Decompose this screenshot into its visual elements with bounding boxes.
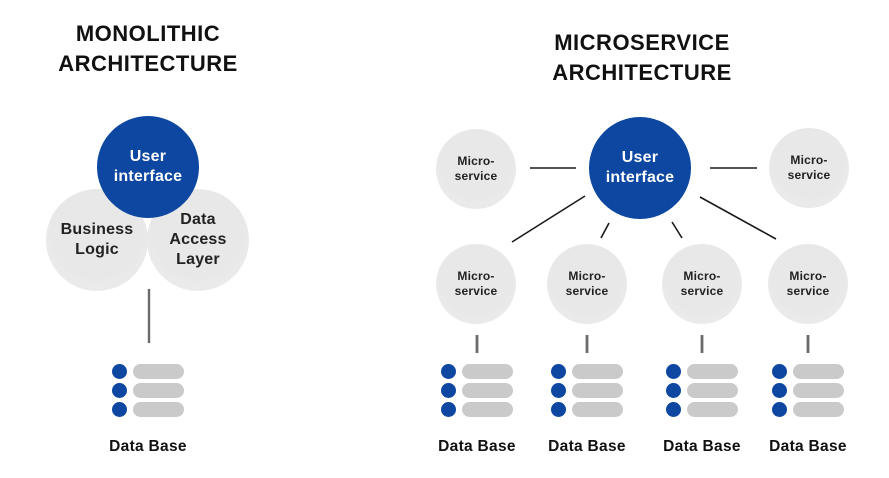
monolithic-title: MONOLITHIC ARCHITECTURE bbox=[58, 21, 238, 76]
microservice-circle-top-right: Micro- service bbox=[769, 128, 849, 208]
microservice-circle-bottom-4: Micro- service bbox=[768, 244, 848, 324]
database-bar-icon bbox=[793, 383, 844, 398]
database-dot-icon bbox=[666, 383, 681, 398]
database-dot-icon bbox=[772, 402, 787, 417]
micro-database-icon-3 bbox=[666, 364, 738, 417]
micro-database-label-4: Data Base bbox=[769, 438, 847, 455]
microservice-label: Micro- service bbox=[454, 269, 498, 298]
micro-user-interface-circle: User interface bbox=[589, 117, 691, 219]
ui-to-bottom-service-4-line bbox=[699, 196, 777, 240]
micro-database-label-1: Data Base bbox=[438, 438, 516, 455]
database-dot-icon bbox=[112, 364, 127, 379]
database-row bbox=[772, 383, 844, 398]
database-row bbox=[772, 364, 844, 379]
microservice-circle-bottom-1: Micro- service bbox=[436, 244, 516, 324]
microservice-circle-bottom-2: Micro- service bbox=[547, 244, 627, 324]
data-access-layer-label: Data Access Layer bbox=[169, 211, 227, 268]
database-bar-icon bbox=[572, 364, 623, 379]
business-logic-label: Business Logic bbox=[60, 221, 134, 258]
microservice-label: Micro- service bbox=[680, 269, 724, 298]
microservice-label: Micro- service bbox=[565, 269, 609, 298]
database-row bbox=[441, 383, 513, 398]
database-dot-icon bbox=[441, 402, 456, 417]
database-dot-icon bbox=[666, 402, 681, 417]
database-row bbox=[551, 364, 623, 379]
ui-to-bottom-service-3-line bbox=[671, 221, 683, 239]
database-bar-icon bbox=[572, 402, 623, 417]
database-row bbox=[666, 364, 738, 379]
database-bar-icon bbox=[462, 402, 513, 417]
micro-database-label-2: Data Base bbox=[548, 438, 626, 455]
database-dot-icon bbox=[112, 383, 127, 398]
micro-user-interface-label: User interface bbox=[605, 149, 675, 186]
database-row bbox=[772, 402, 844, 417]
database-bar-icon bbox=[687, 402, 738, 417]
microservice-circle-bottom-3: Micro- service bbox=[662, 244, 742, 324]
micro-database-icon-1 bbox=[441, 364, 513, 417]
microservice-label: Micro- service bbox=[454, 154, 498, 183]
database-dot-icon bbox=[551, 383, 566, 398]
microservice-title: MICROSERVICE ARCHITECTURE bbox=[552, 30, 732, 85]
database-row bbox=[666, 402, 738, 417]
micro-database-label-3: Data Base bbox=[663, 438, 741, 455]
database-bar-icon bbox=[572, 383, 623, 398]
database-bar-icon bbox=[462, 364, 513, 379]
database-dot-icon bbox=[666, 364, 681, 379]
microservice-label: Micro- service bbox=[786, 269, 830, 298]
database-dot-icon bbox=[441, 383, 456, 398]
ui-to-bottom-service-2-line bbox=[600, 222, 610, 239]
ui-to-bottom-service-1-line bbox=[511, 195, 586, 243]
database-row bbox=[551, 402, 623, 417]
mono-database-icon bbox=[112, 364, 184, 417]
database-row bbox=[551, 383, 623, 398]
database-bar-icon bbox=[793, 402, 844, 417]
database-bar-icon bbox=[133, 364, 184, 379]
database-bar-icon bbox=[462, 383, 513, 398]
microservice-label: Micro- service bbox=[787, 153, 831, 182]
micro-database-icon-4 bbox=[772, 364, 844, 417]
database-dot-icon bbox=[772, 364, 787, 379]
microservice-circle-top-left: Micro- service bbox=[436, 129, 516, 209]
mono-user-interface-label: User interface bbox=[113, 148, 183, 185]
database-dot-icon bbox=[112, 402, 127, 417]
database-dot-icon bbox=[551, 402, 566, 417]
database-row bbox=[112, 383, 184, 398]
database-bar-icon bbox=[133, 383, 184, 398]
database-bar-icon bbox=[687, 383, 738, 398]
mono-user-interface-circle: User interface bbox=[97, 116, 199, 218]
mono-database-label: Data Base bbox=[109, 438, 187, 455]
database-bar-icon bbox=[133, 402, 184, 417]
micro-database-icon-2 bbox=[551, 364, 623, 417]
database-row bbox=[112, 364, 184, 379]
database-dot-icon bbox=[551, 364, 566, 379]
database-bar-icon bbox=[793, 364, 844, 379]
database-row bbox=[666, 383, 738, 398]
database-dot-icon bbox=[441, 364, 456, 379]
database-row bbox=[441, 364, 513, 379]
database-bar-icon bbox=[687, 364, 738, 379]
database-dot-icon bbox=[772, 383, 787, 398]
database-row bbox=[112, 402, 184, 417]
database-row bbox=[441, 402, 513, 417]
